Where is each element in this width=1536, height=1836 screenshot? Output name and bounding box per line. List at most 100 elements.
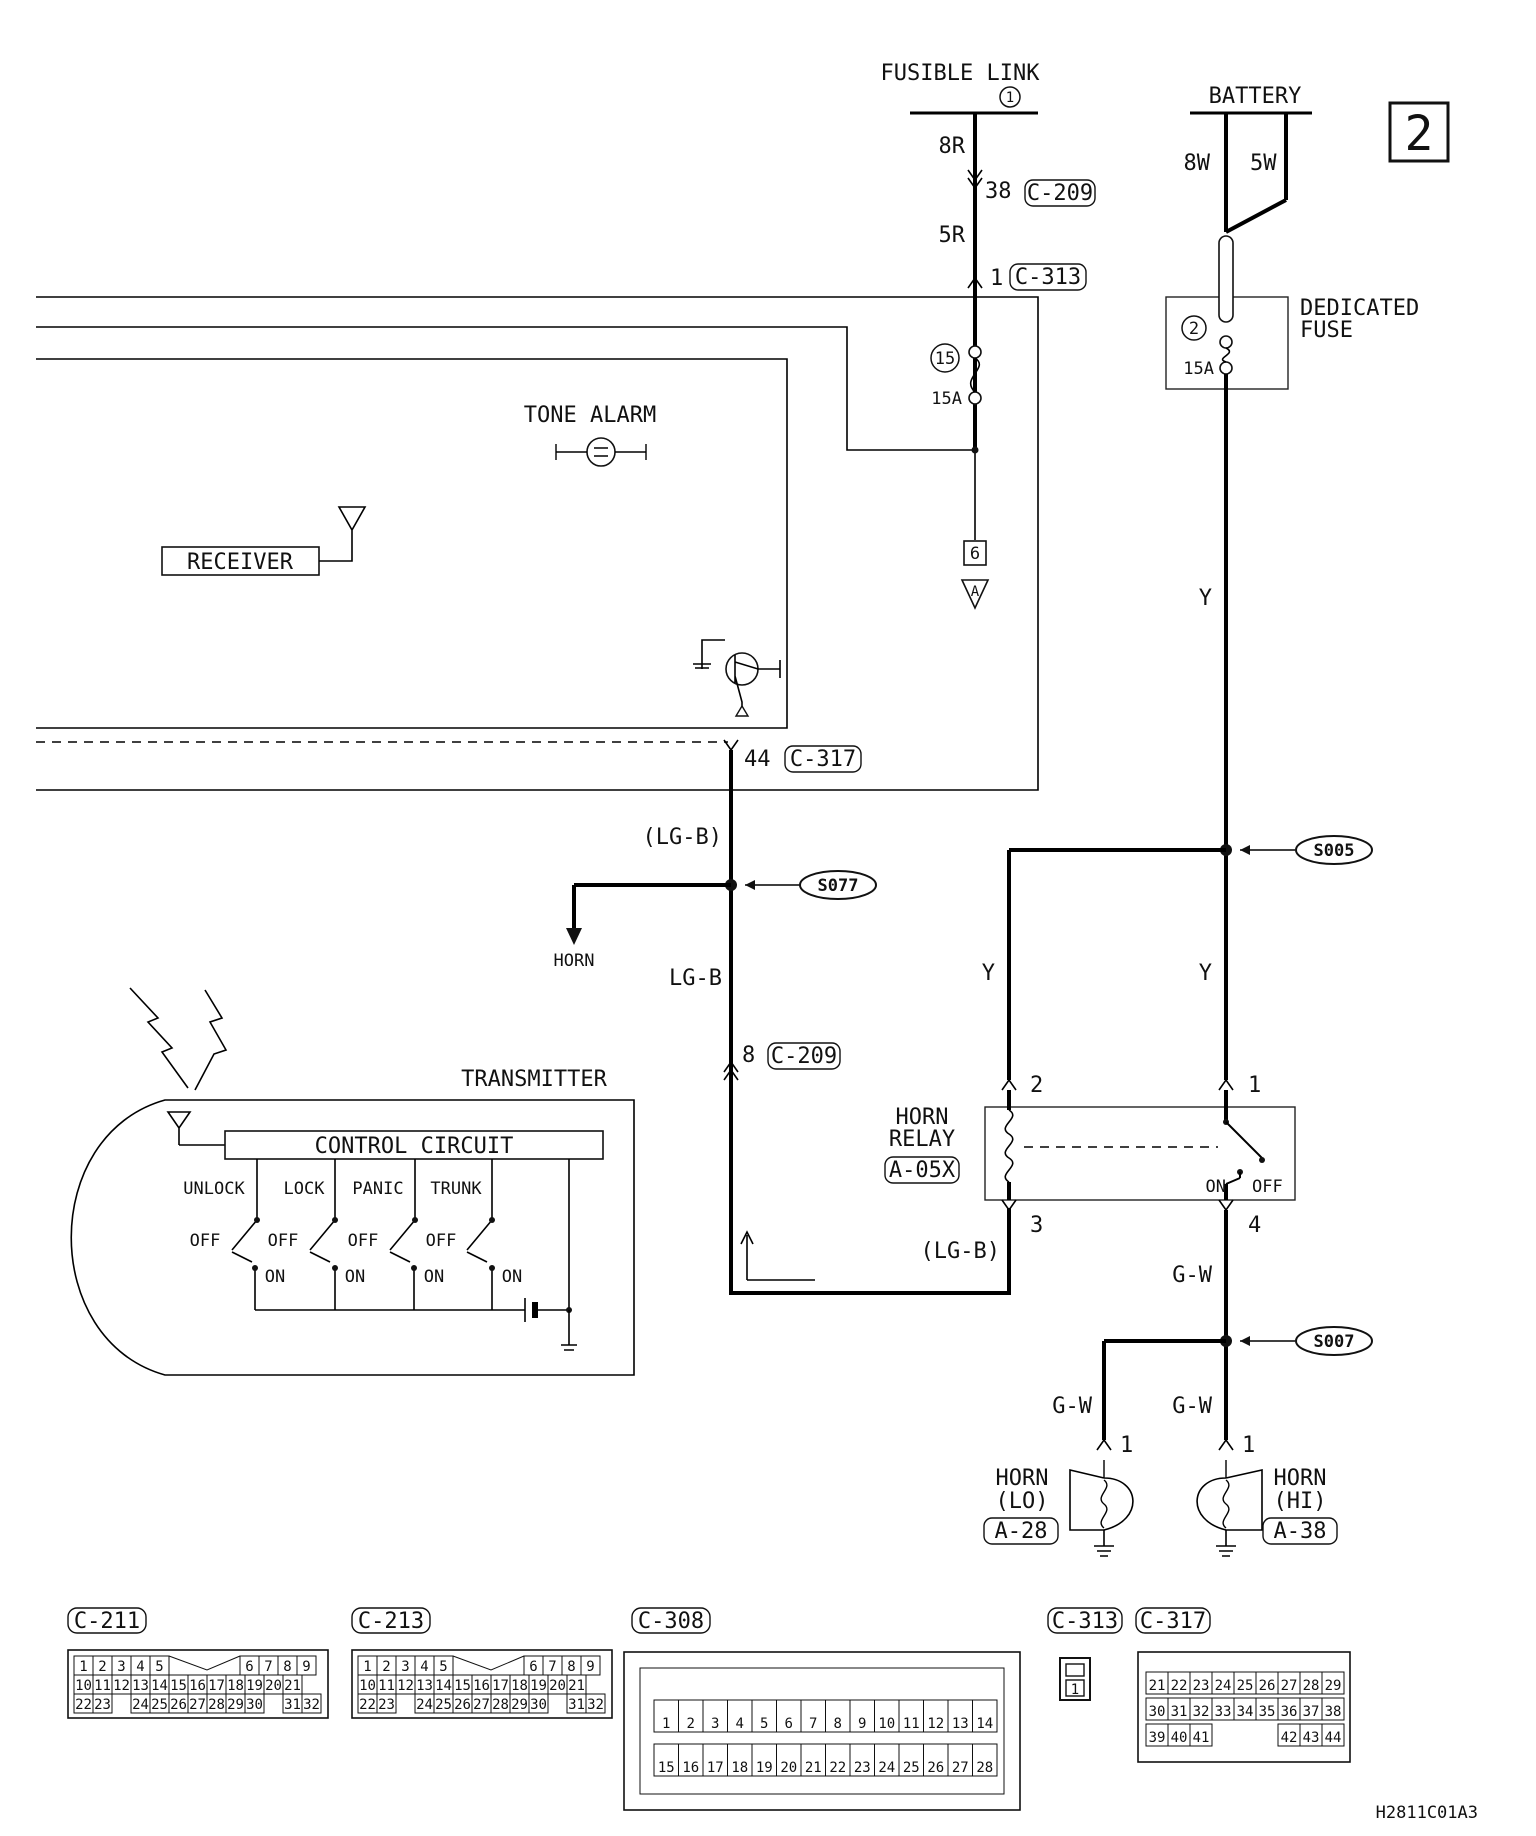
control-circuit-label: CONTROL CIRCUIT — [315, 1134, 514, 1159]
c308-pin: 19 — [756, 1760, 773, 1776]
c317-pin: 30 — [1149, 1704, 1166, 1720]
splice-s077: HORN S077 — [554, 870, 877, 971]
wire-5w: 5W — [1250, 151, 1277, 176]
c313-pin1: 1 — [990, 266, 1003, 291]
c213-pin: 23 — [378, 1697, 395, 1713]
c313-view-label: C-313 — [1052, 1609, 1118, 1634]
relay-label-1: HORN — [896, 1105, 949, 1130]
horn-output-label: HORN — [554, 951, 595, 971]
c308-cell — [972, 1699, 998, 1733]
c211-key-notch — [168, 1655, 241, 1671]
relay-coil-ground-wire — [729, 1208, 1011, 1295]
page-number-box: 2 — [1388, 101, 1450, 163]
relay-label-2: RELAY — [889, 1127, 955, 1152]
c308-cell — [972, 1743, 998, 1777]
fuse15-number: 15 — [935, 349, 955, 369]
switch-trunk-label: TRUNK — [430, 1179, 482, 1199]
c213-cell — [528, 1693, 549, 1714]
fuse2-number: 2 — [1189, 319, 1199, 339]
c211-pin: 17 — [208, 1678, 225, 1694]
c317-pin: 21 — [1149, 1678, 1166, 1694]
c308-pin: 3 — [711, 1716, 719, 1732]
c211-pin: 12 — [113, 1678, 130, 1694]
relay-code: A-05X — [889, 1158, 956, 1183]
c308-cell — [849, 1699, 875, 1733]
switch-unlock: OFF ON — [190, 1159, 285, 1310]
c211-pin: 9 — [302, 1659, 310, 1675]
switch-trunk-off: OFF — [426, 1231, 457, 1251]
horn-lo-code: A-28 — [995, 1519, 1048, 1544]
c211-pin: 6 — [245, 1659, 253, 1675]
wire-8w: 8W — [1184, 151, 1211, 176]
c213-pin: 11 — [378, 1678, 395, 1694]
c308-cell — [751, 1699, 777, 1733]
c211-pin: 3 — [117, 1659, 125, 1675]
c213-pin: 9 — [586, 1659, 594, 1675]
switch-panic-off: OFF — [348, 1231, 379, 1251]
ref-triangle-a: A — [971, 584, 980, 600]
c213-cell — [585, 1693, 606, 1714]
c211-pin: 11 — [94, 1678, 111, 1694]
c213-pin: 10 — [359, 1678, 376, 1694]
c308-cell — [800, 1743, 826, 1777]
c308-label: C-308 — [638, 1609, 704, 1634]
c308-cell — [800, 1699, 826, 1733]
dedicated-fuse-label-2: FUSE — [1300, 318, 1353, 343]
relay-pin4: 4 — [1248, 1213, 1261, 1238]
horn-hi-label-1: HORN — [1274, 1466, 1327, 1491]
splice-s007: S007 — [1102, 1326, 1373, 1440]
c317-pin: 26 — [1259, 1678, 1276, 1694]
c213-pin: 30 — [530, 1697, 547, 1713]
wire-8r: 8R — [939, 134, 966, 159]
c211-pin: 26 — [170, 1697, 187, 1713]
c308-pin: 23 — [854, 1760, 871, 1776]
keyless-ecu-outline — [36, 296, 1039, 791]
splice-s005: S005 — [1007, 835, 1373, 1080]
c211-pin: 7 — [264, 1659, 272, 1675]
dedicated-fuse-label-1: DEDICATED — [1300, 296, 1419, 321]
horn-lo-pin: 1 — [1120, 1433, 1133, 1458]
horn-hi-label-2: (HI) — [1274, 1489, 1327, 1514]
wire-lgb-relay: (LG-B) — [921, 1239, 1000, 1264]
c213-pin: 26 — [454, 1697, 471, 1713]
c308-pin: 24 — [878, 1760, 895, 1776]
c308-pin: 10 — [878, 1716, 895, 1732]
c317-pin: 27 — [1281, 1678, 1298, 1694]
c317-cell — [1321, 1697, 1345, 1721]
battery-label: BATTERY — [1209, 84, 1302, 109]
fusible-link-number: 1 — [1006, 90, 1014, 106]
c308-pin: 6 — [785, 1716, 793, 1732]
c211-pin: 1 — [79, 1659, 87, 1675]
c213-pin: 6 — [529, 1659, 537, 1675]
c213-cell — [580, 1655, 601, 1676]
switch-panic-label: PANIC — [352, 1179, 403, 1199]
c308-cell — [653, 1699, 679, 1733]
horn-hi: 1 HORN (HI) A-38 — [1196, 1433, 1338, 1557]
c211-pin: 18 — [227, 1678, 244, 1694]
c211-pin: 23 — [94, 1697, 111, 1713]
c317-pin: 22 — [1171, 1678, 1188, 1694]
c308-cell — [702, 1743, 728, 1777]
switch-lock: OFF ON — [268, 1159, 365, 1310]
c213-pin: 7 — [548, 1659, 556, 1675]
c213-pin: 4 — [420, 1659, 428, 1675]
c308-pin: 8 — [834, 1716, 842, 1732]
c317-pin: 41 — [1193, 1730, 1210, 1746]
connector-view-c313: C-313 1 — [1047, 1607, 1123, 1701]
c308-cell — [776, 1743, 802, 1777]
c211-pin: 30 — [246, 1697, 263, 1713]
c213-pin: 19 — [530, 1678, 547, 1694]
fusible-link-label: FUSIBLE LINK — [881, 61, 1041, 86]
c211-cell — [296, 1655, 317, 1676]
c211-pin: 8 — [283, 1659, 291, 1675]
switch-lock-label: LOCK — [284, 1179, 326, 1199]
c317-pin: 33 — [1215, 1704, 1232, 1720]
c308-cell — [678, 1699, 704, 1733]
relay-off: OFF — [1252, 1177, 1283, 1197]
c317-pin: 44 — [1325, 1730, 1342, 1746]
c211-pin: 13 — [132, 1678, 149, 1694]
c209-connector-a: C-209 — [1027, 181, 1093, 206]
c313-connector: C-313 — [1015, 265, 1081, 290]
